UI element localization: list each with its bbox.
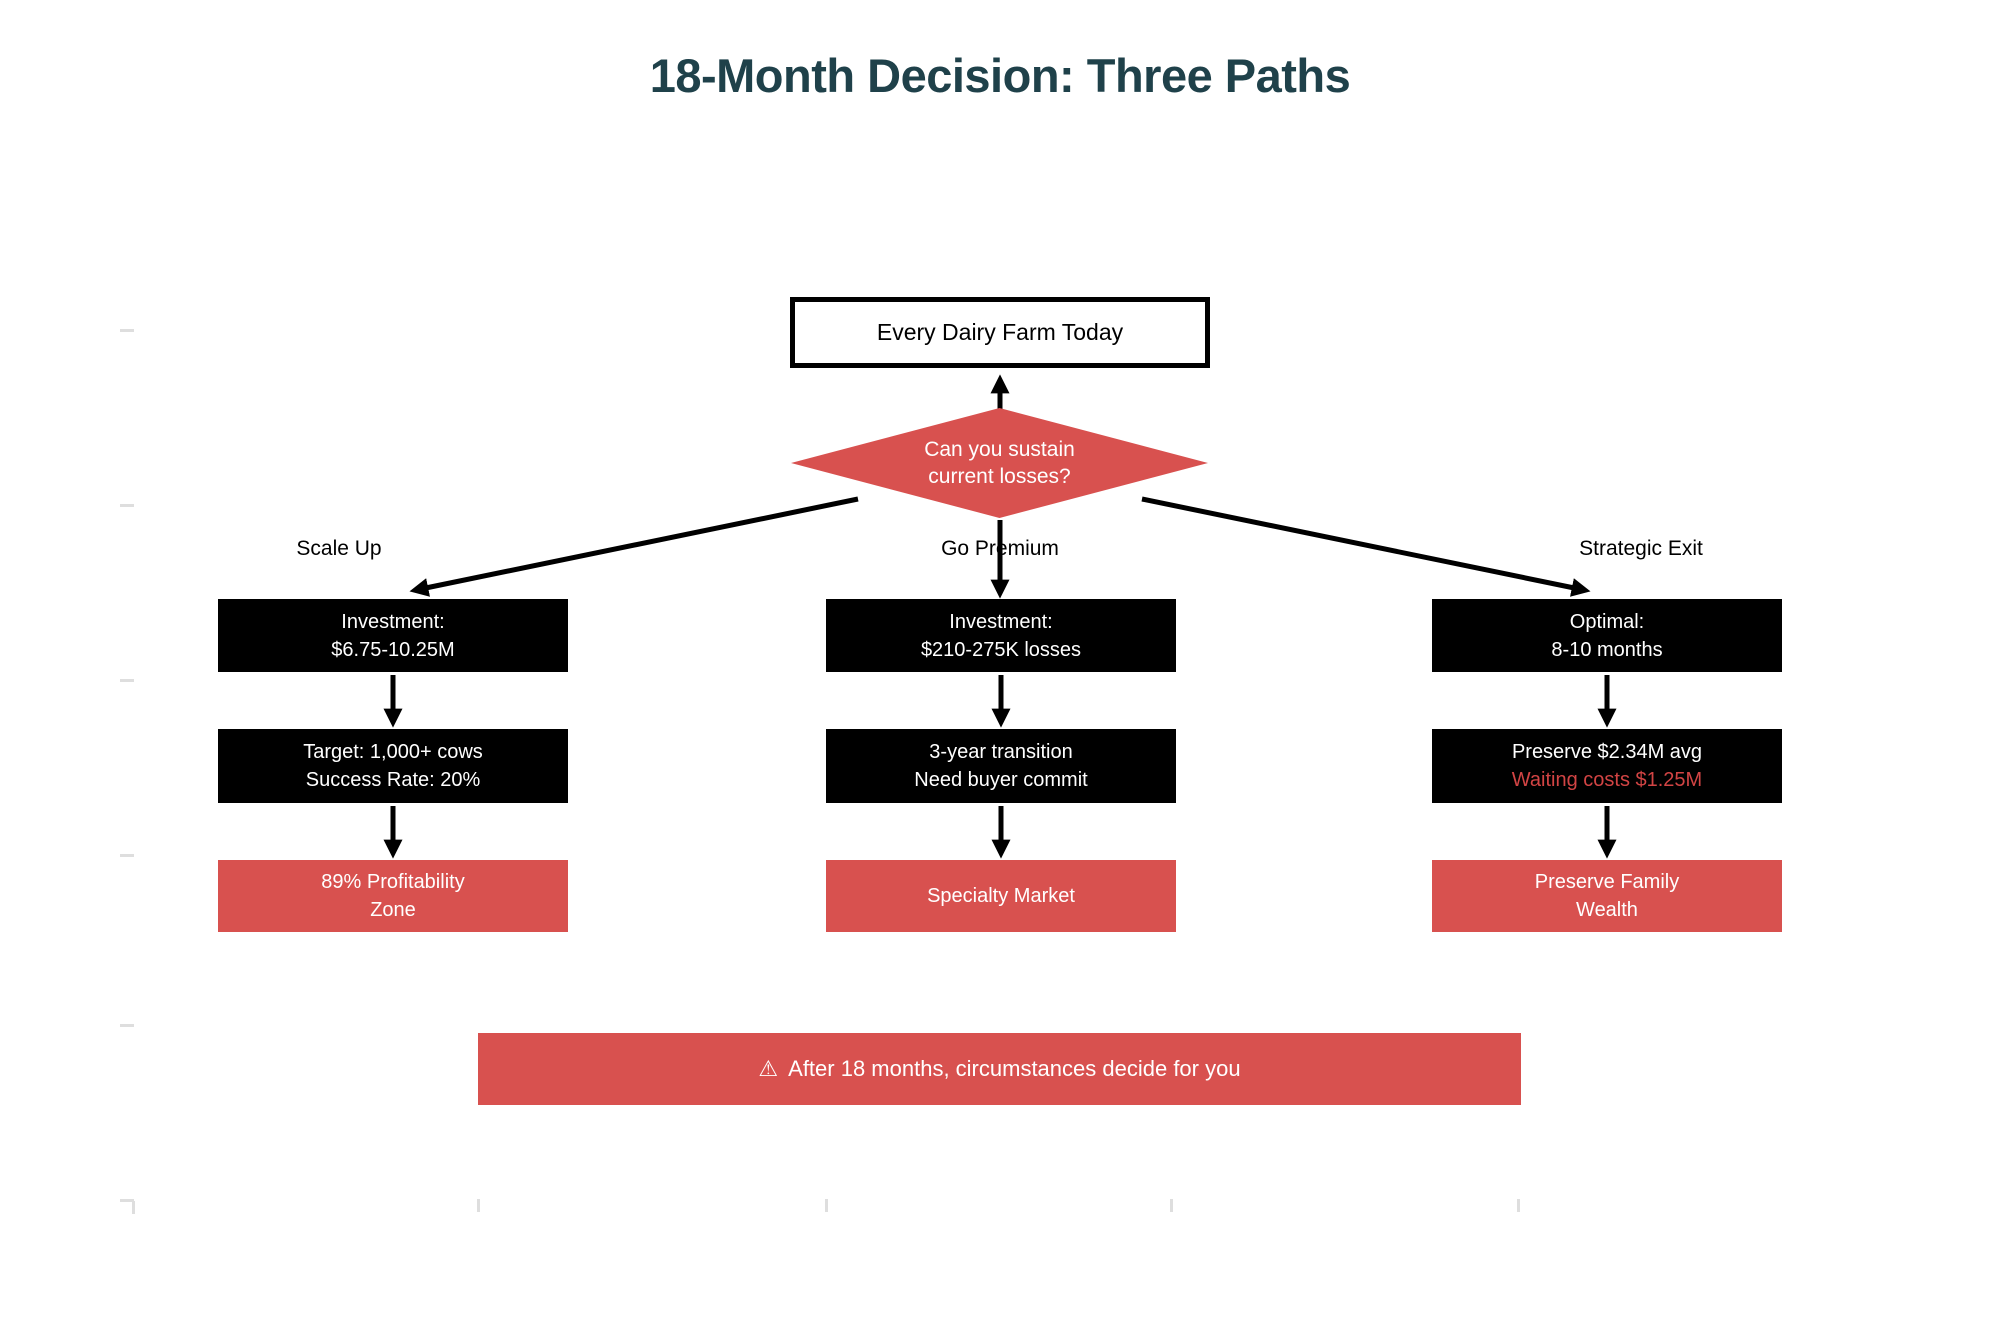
- axis-tick: [120, 679, 134, 682]
- node-line: Specialty Market: [927, 885, 1075, 907]
- root-node-label: Every Dairy Farm Today: [876, 319, 1124, 345]
- path-label-scale-up: Scale Up: [296, 537, 382, 560]
- axis-tick: [120, 329, 134, 332]
- node-line: Investment:: [341, 610, 445, 633]
- arrow-diamond-to-strategic-exit: [1141, 496, 1591, 597]
- node-line: 8-10 months: [1551, 638, 1663, 661]
- scale-up-investment-node: Investment: $6.75-10.25M: [218, 599, 568, 672]
- node-line: Success Rate: 20%: [305, 769, 481, 791]
- decision-question-line2: current losses?: [928, 465, 1071, 488]
- strategic-exit-optimal-node: Optimal: 8-10 months: [1432, 599, 1782, 672]
- axis-tick: [120, 504, 134, 507]
- node-line: Investment:: [949, 610, 1053, 633]
- strategic-exit-outcome-node: Preserve Family Wealth: [1432, 860, 1782, 932]
- warning-icon: ⚠: [758, 1056, 779, 1081]
- strategic-exit-preserve-node: Preserve $2.34M avg Waiting costs $1.25M: [1432, 729, 1782, 803]
- node-line: Preserve Family: [1534, 871, 1680, 893]
- axis-tick: [132, 1201, 135, 1214]
- decision-question-line1: Can you sustain: [924, 438, 1075, 461]
- root-node: Every Dairy Farm Today: [790, 297, 1210, 368]
- node-line: $6.75-10.25M: [331, 638, 455, 661]
- axis-tick: [120, 1199, 134, 1202]
- path-label-strategic-exit: Strategic Exit: [1579, 537, 1703, 560]
- node-line: 89% Profitability: [321, 871, 465, 893]
- warning-text: After 18 months, circumstances decide fo…: [788, 1056, 1241, 1081]
- go-premium-transition-node: 3-year transition Need buyer commit: [826, 729, 1176, 803]
- scale-up-outcome-node: 89% Profitability Zone: [218, 860, 568, 932]
- node-line: 3-year transition: [929, 741, 1073, 763]
- axis-tick: [477, 1199, 480, 1212]
- axis-tick: [1170, 1199, 1173, 1212]
- node-line: Wealth: [1576, 899, 1638, 921]
- axis-tick: [1517, 1199, 1520, 1212]
- path-label-go-premium: Go Premium: [941, 537, 1059, 560]
- scale-up-target-node: Target: 1,000+ cows Success Rate: 20%: [218, 729, 568, 803]
- node-line: Target: 1,000+ cows: [303, 741, 483, 763]
- page-title: 18-Month Decision: Three Paths: [649, 49, 1351, 102]
- node-line: Preserve $2.34M avg: [1511, 741, 1703, 763]
- axis-tick: [120, 1024, 134, 1027]
- node-line: $210-275K losses: [920, 638, 1082, 661]
- go-premium-investment-node: Investment: $210-275K losses: [826, 599, 1176, 672]
- go-premium-outcome-node: Specialty Market: [826, 860, 1176, 932]
- node-line: Need buyer commit: [914, 769, 1088, 791]
- axis-tick: [825, 1199, 828, 1212]
- axis-tick: [120, 854, 134, 857]
- node-line: Optimal:: [1569, 610, 1645, 633]
- arrow-diamond-to-scale-up: [409, 496, 859, 597]
- node-line: Zone: [370, 899, 416, 921]
- waiting-cost-warning: Waiting costs $1.25M: [1511, 769, 1703, 791]
- deadline-warning-banner: ⚠ After 18 months, circumstances decide …: [478, 1033, 1521, 1105]
